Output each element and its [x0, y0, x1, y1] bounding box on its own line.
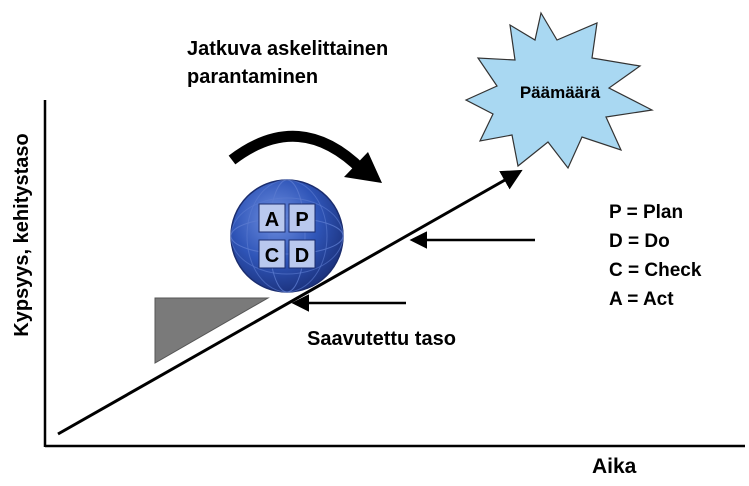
goal-starburst: Päämäärä	[464, 11, 654, 170]
pdca-letter-d: D	[295, 245, 309, 267]
pdca-letter-a: A	[265, 209, 279, 231]
pdca-sphere: A P C D	[230, 179, 344, 293]
pdca-cell-c	[258, 239, 286, 269]
pdca-cell-d	[288, 239, 316, 269]
legend-item-check: C = Check	[609, 260, 702, 281]
title-line-2: parantaminen	[187, 66, 318, 88]
pdca-letter-c: C	[265, 245, 279, 267]
rotation-arrow-icon	[228, 130, 382, 183]
pdca-cell-p	[288, 203, 316, 233]
y-axis-label: Kypsyys, kehitystaso	[11, 133, 33, 336]
legend-item-act: A = Act	[609, 289, 674, 310]
achieved-level-label: Saavutettu taso	[307, 328, 456, 350]
pdca-legend: P = Plan D = Do C = Check A = Act	[609, 202, 702, 310]
pdca-cell-a	[258, 203, 286, 233]
x-axis-label: Aika	[592, 455, 637, 478]
title-line-1: Jatkuva askelittainen	[187, 38, 388, 60]
legend-item-do: D = Do	[609, 231, 670, 252]
progress-line	[57, 169, 523, 436]
legend-item-plan: P = Plan	[609, 202, 683, 223]
pdca-letter-p: P	[295, 209, 308, 231]
goal-label: Päämäärä	[520, 83, 601, 102]
achieved-level-wedge	[154, 297, 270, 364]
